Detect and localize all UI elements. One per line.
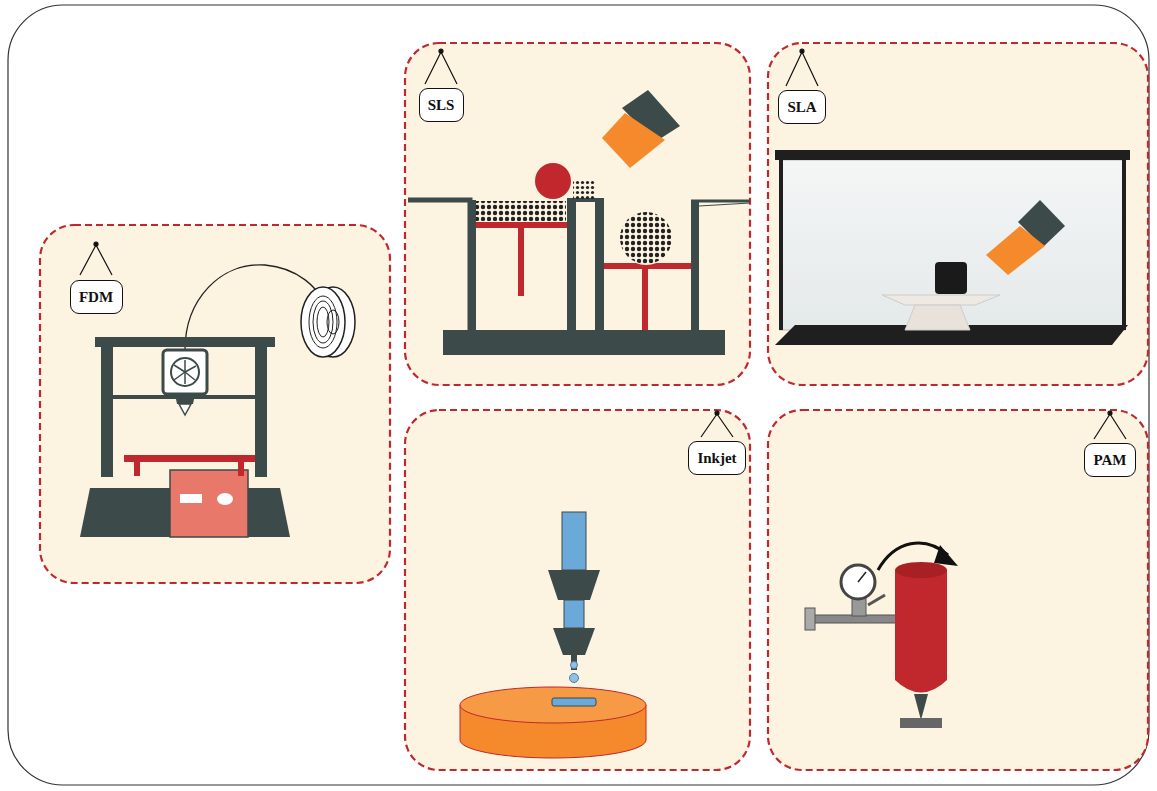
label-tag: Inkjet xyxy=(688,441,746,475)
tag-text: SLS xyxy=(428,97,455,114)
label-tag: FDM xyxy=(70,280,123,314)
tag-text: FDM xyxy=(79,289,113,306)
panels xyxy=(40,43,1148,770)
inkjet-head xyxy=(460,512,646,758)
label-tag: SLA xyxy=(778,90,826,124)
tag-text: PAM xyxy=(1093,452,1126,469)
sls-machine xyxy=(408,90,750,355)
label-tag: PAM xyxy=(1084,443,1136,477)
outer-frame xyxy=(8,5,1149,785)
label-tag: SLS xyxy=(419,88,464,122)
tag-text: Inkjet xyxy=(697,450,736,467)
pam-extruder xyxy=(805,543,958,728)
tag-text: SLA xyxy=(787,99,816,116)
tag-hangers xyxy=(80,49,1126,439)
sla-tank xyxy=(775,150,1130,345)
